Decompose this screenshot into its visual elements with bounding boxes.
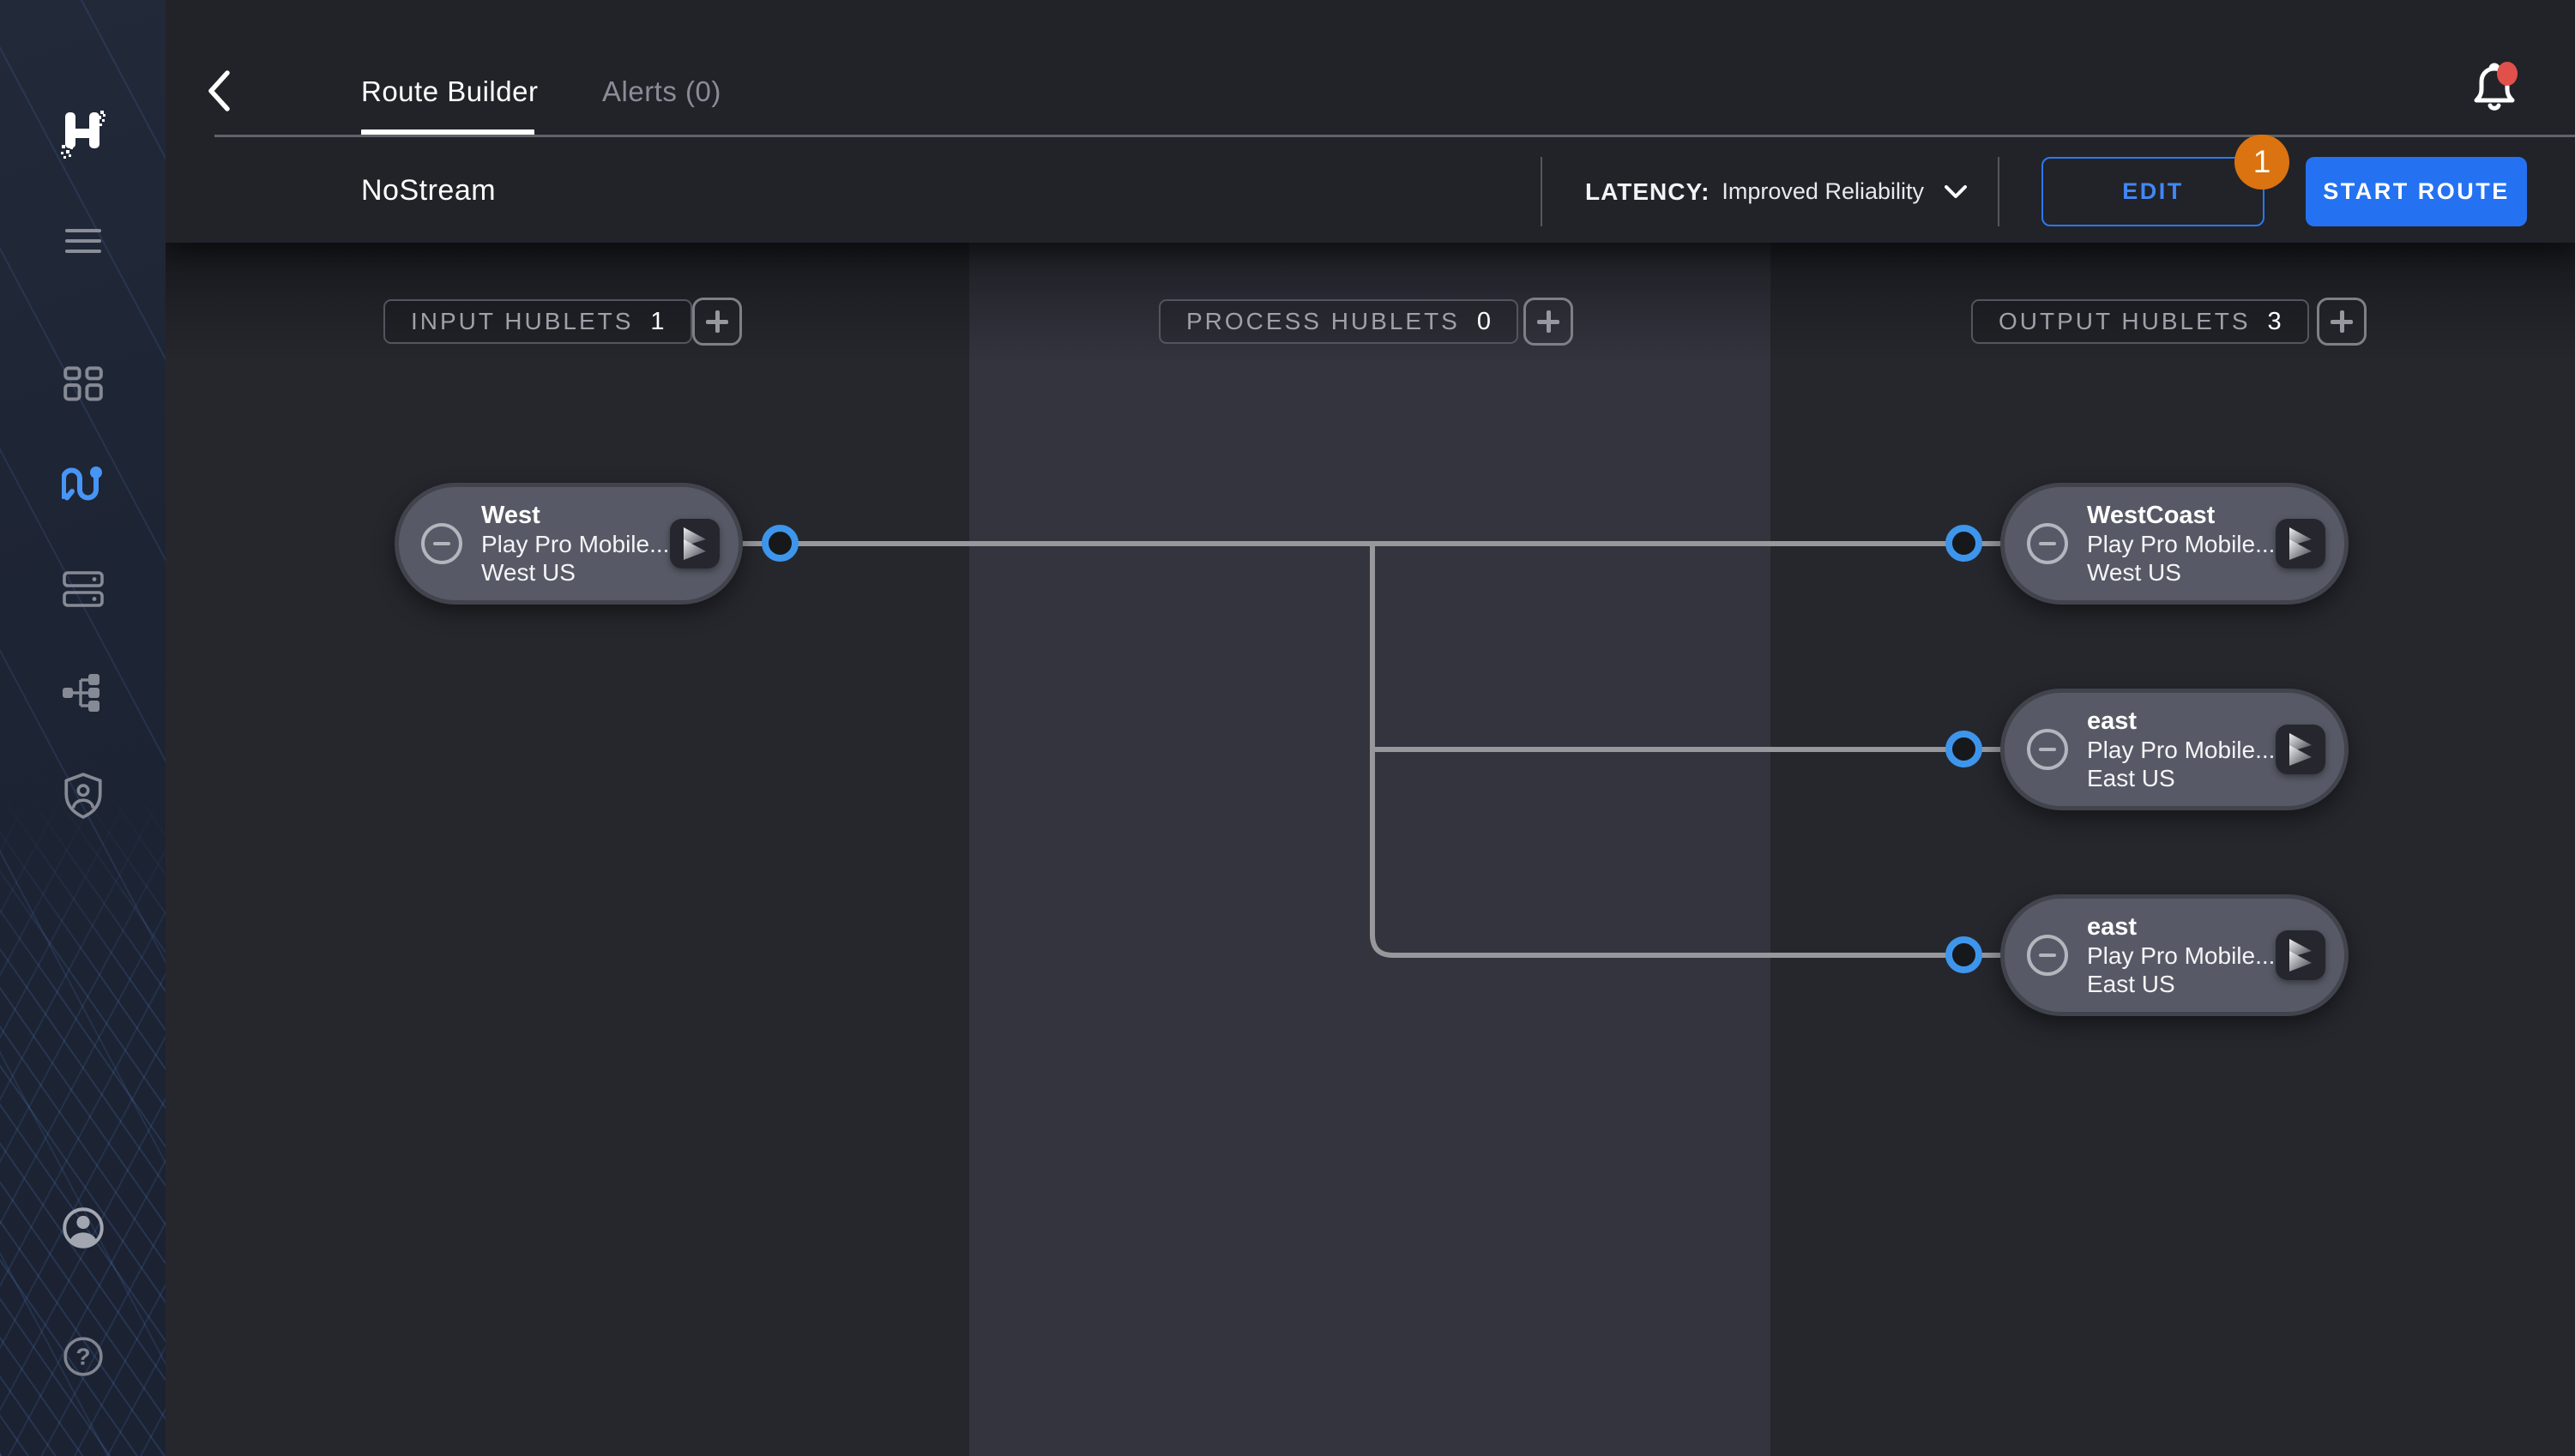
sidebar-item-topology[interactable] (0, 671, 166, 714)
input-hublets-header: INPUT HUBLETS 1 (383, 299, 692, 344)
tab-alerts[interactable]: Alerts (0) (602, 75, 721, 107)
hublet-name: West (481, 501, 540, 529)
output-hublets-header: OUTPUT HUBLETS 3 (1971, 299, 2309, 344)
hublet-card-westcoast[interactable]: WestCoast Play Pro Mobile... West US (2000, 483, 2349, 605)
process-hublets-header: PROCESS HUBLETS 0 (1159, 299, 1518, 344)
page-title: NoStream (361, 174, 497, 207)
chevron-left-icon (208, 70, 230, 111)
plus-icon (706, 310, 728, 333)
notifications-button[interactable] (2469, 62, 2519, 115)
hamburger-icon (64, 229, 101, 253)
back-button[interactable] (200, 65, 238, 117)
sidebar-mesh-decoration-dense (0, 787, 166, 1456)
input-port-east-1[interactable] (1945, 731, 1982, 767)
connection-wires (743, 541, 2004, 958)
sidebar-item-dashboard[interactable] (0, 363, 166, 406)
input-hublets-label: INPUT HUBLETS (411, 308, 634, 334)
hublet-region: East US (2087, 970, 2175, 997)
hublet-name: east (2087, 912, 2138, 941)
hublet-card-west[interactable]: West Play Pro Mobile... West US (395, 483, 743, 605)
input-port-east-2[interactable] (1945, 936, 1982, 973)
plus-icon (2331, 310, 2353, 333)
hublet-card-text: West Play Pro Mobile... West US (481, 502, 669, 587)
servers-icon (62, 571, 104, 607)
user-avatar-button[interactable] (0, 1206, 166, 1250)
edit-button[interactable]: EDIT (2041, 157, 2264, 226)
hamburger-menu-button[interactable] (0, 221, 166, 261)
hublet-name: east (2087, 707, 2138, 735)
hublet-card-text: east Play Pro Mobile... East US (2087, 707, 2275, 792)
shield-user-icon (63, 773, 102, 819)
hublet-card-text: east Play Pro Mobile... East US (2087, 913, 2275, 998)
route-canvas: INPUT HUBLETS 1 PROCESS HUBLETS 0 OUTPUT… (166, 243, 2575, 1456)
topbar: Route Builder Alerts (0) NoStream LATENC… (166, 0, 2575, 243)
svg-text:?: ? (75, 1342, 90, 1369)
add-process-hublet-button[interactable] (1523, 298, 1573, 346)
chevron-down-icon (1944, 184, 1967, 198)
hublet-region: West US (2087, 558, 2181, 586)
help-icon: ? (63, 1337, 103, 1376)
process-hublets-count: 0 (1476, 307, 1491, 335)
active-tab-underline (361, 129, 534, 135)
dashboard-grid-icon (63, 366, 103, 401)
hublet-device: Play Pro Mobile... (2087, 736, 2276, 763)
latency-dropdown[interactable]: LATENCY: Improved Reliability (1585, 157, 1967, 226)
remove-hublet-icon[interactable] (421, 523, 462, 564)
hublet-device: Play Pro Mobile... (2087, 942, 2276, 969)
sidebar-item-security[interactable] (0, 772, 166, 820)
hublet-region: West US (481, 558, 576, 586)
output-hublets-label: OUTPUT HUBLETS (1999, 308, 2251, 334)
add-output-hublet-button[interactable] (2317, 298, 2367, 346)
hublet-card-east-1[interactable]: east Play Pro Mobile... East US (2000, 689, 2349, 810)
notification-alert-dot (2497, 62, 2518, 86)
output-port-west[interactable] (762, 525, 799, 562)
hublet-device: Play Pro Mobile... (2087, 530, 2276, 557)
remove-hublet-icon[interactable] (2027, 729, 2068, 770)
help-button[interactable]: ? (0, 1334, 166, 1379)
remove-hublet-icon[interactable] (2027, 935, 2068, 976)
input-hublets-count: 1 (650, 307, 665, 335)
sidebar: ? (0, 0, 166, 1456)
plus-icon (1537, 310, 1559, 333)
input-port-westcoast[interactable] (1945, 525, 1982, 562)
output-hublets-count: 3 (2267, 307, 2282, 335)
process-hublets-label: PROCESS HUBLETS (1186, 308, 1460, 334)
edit-count-badge: 1 (2234, 135, 2289, 190)
hublet-card-east-2[interactable]: east Play Pro Mobile... East US (2000, 894, 2349, 1016)
hub-h-logo-icon (60, 111, 106, 159)
hublet-card-text: WestCoast Play Pro Mobile... West US (2087, 502, 2275, 587)
tab-route-builder[interactable]: Route Builder (361, 75, 539, 107)
header-separator (1998, 157, 1999, 226)
play-pro-icon (2276, 725, 2325, 774)
play-pro-icon (2276, 519, 2325, 569)
add-input-hublet-button[interactable] (692, 298, 742, 346)
topology-icon (62, 674, 100, 712)
hublet-name: WestCoast (2087, 501, 2216, 529)
sidebar-item-routes[interactable] (0, 463, 166, 509)
hublet-device: Play Pro Mobile... (481, 530, 670, 557)
hublet-region: East US (2087, 764, 2175, 791)
header-separator (1541, 157, 1542, 226)
play-pro-icon (2276, 930, 2325, 980)
tabs-divider (214, 135, 2575, 137)
user-avatar-icon (62, 1207, 104, 1248)
remove-hublet-icon[interactable] (2027, 523, 2068, 564)
hub-h-logo[interactable] (0, 105, 166, 161)
play-pro-icon (670, 519, 720, 569)
sidebar-item-servers[interactable] (0, 568, 166, 611)
route-path-icon (61, 466, 102, 501)
start-route-button[interactable]: START ROUTE (2306, 157, 2527, 226)
latency-value: Improved Reliability (1722, 178, 1924, 204)
latency-label: LATENCY: (1585, 177, 1710, 205)
